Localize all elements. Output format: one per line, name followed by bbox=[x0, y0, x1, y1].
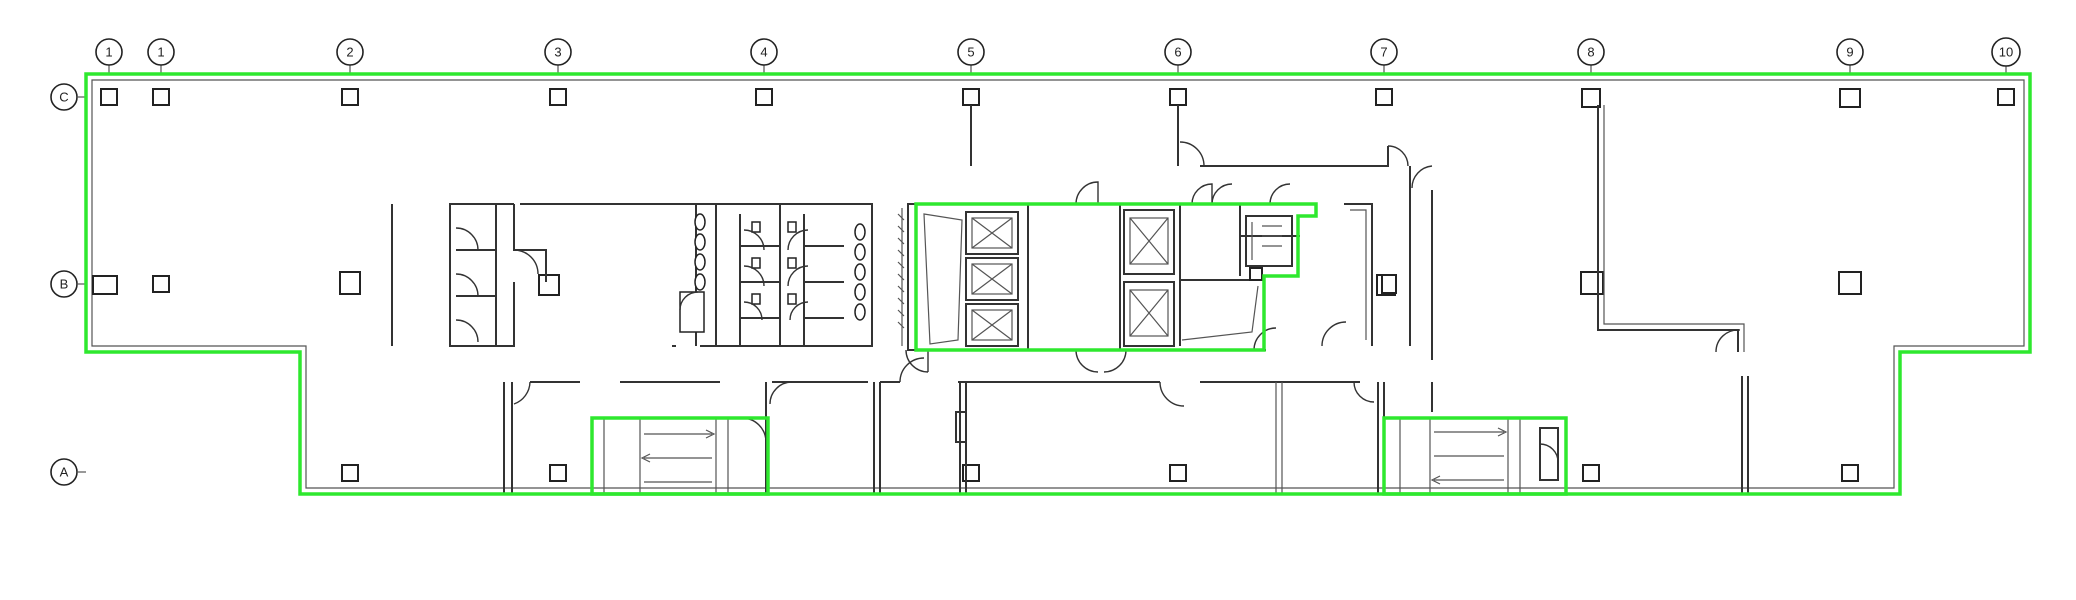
structural-column-icon bbox=[1169, 464, 1187, 482]
highlight-outlines bbox=[84, 72, 2032, 496]
structural-column-icon bbox=[962, 88, 980, 106]
grid-label: 10 bbox=[1999, 45, 2013, 60]
structural-column-icon bbox=[755, 88, 773, 106]
grid-bubble-6: 6 bbox=[1164, 38, 1192, 74]
structural-column-icon bbox=[1580, 271, 1604, 295]
structural-column-icon bbox=[339, 271, 361, 295]
structural-column-icon bbox=[1581, 88, 1601, 108]
building-outline bbox=[84, 72, 2032, 496]
structural-column-icon bbox=[100, 88, 118, 106]
stair-flight-icon bbox=[1383, 417, 1567, 495]
grid-bubble-1b: 1 bbox=[147, 38, 175, 74]
highlight-west-stair-outline bbox=[590, 416, 770, 496]
structural-column-icon bbox=[1838, 271, 1862, 295]
structural-column-icon bbox=[549, 464, 567, 482]
grid-bubble-3: 3 bbox=[544, 38, 572, 74]
structural-column-icon bbox=[341, 88, 359, 106]
grid-label: 1 bbox=[105, 45, 112, 60]
structural-column-icon bbox=[1839, 88, 1861, 108]
structural-column-icon bbox=[1841, 464, 1859, 482]
grid-label: 7 bbox=[1380, 45, 1387, 60]
west-restroom-block bbox=[449, 203, 873, 347]
stair-flight-icon bbox=[591, 417, 769, 495]
grid-label: 2 bbox=[346, 45, 353, 60]
highlight-east-stair-outline bbox=[1382, 416, 1568, 496]
structural-column-icon bbox=[341, 464, 359, 482]
grid-label: 3 bbox=[554, 45, 561, 60]
grid-label: C bbox=[59, 90, 68, 105]
elevator-car-icon bbox=[1123, 209, 1175, 347]
structural-column-icon bbox=[92, 275, 118, 295]
grid-label: 1 bbox=[157, 45, 164, 60]
sink-icon bbox=[694, 213, 866, 321]
structural-column-icon bbox=[1997, 88, 2015, 106]
structural-column-icon bbox=[1582, 464, 1600, 482]
grid-bubble-a: A bbox=[50, 458, 86, 486]
interior-walls bbox=[391, 105, 1749, 494]
grid-label: A bbox=[60, 465, 69, 480]
grid-label: 6 bbox=[1174, 45, 1181, 60]
highlight-core-outline bbox=[914, 202, 1318, 352]
grid-label: 8 bbox=[1587, 45, 1594, 60]
grid-bubble-10: 10 bbox=[1991, 37, 2021, 74]
structural-column-icon bbox=[1375, 88, 1393, 106]
structural-column-icon bbox=[538, 274, 560, 296]
structural-column-icon bbox=[549, 88, 567, 106]
structural-column-icon bbox=[152, 275, 170, 293]
grid-bubble-1a: 1 bbox=[95, 38, 123, 74]
column-grid: 1 1 2 3 4 5 6 bbox=[95, 37, 2021, 74]
grid-bubble-b: B bbox=[50, 270, 86, 298]
grid-bubble-2: 2 bbox=[336, 38, 364, 74]
grid-label: 4 bbox=[760, 45, 767, 60]
grid-bubble-5: 5 bbox=[957, 38, 985, 74]
grid-bubble-7: 7 bbox=[1370, 38, 1398, 74]
grid-bubble-9: 9 bbox=[1836, 38, 1864, 74]
grid-bubble-8: 8 bbox=[1577, 38, 1605, 74]
grid-label: 9 bbox=[1846, 45, 1853, 60]
grid-bubble-4: 4 bbox=[750, 38, 778, 74]
row-grid: C B A bbox=[50, 83, 86, 486]
elevator-car-icon bbox=[965, 211, 1019, 347]
grid-bubble-c: C bbox=[50, 83, 86, 111]
structural-columns bbox=[92, 88, 2015, 482]
grid-label: B bbox=[60, 277, 69, 292]
toilet-icon bbox=[715, 204, 844, 346]
structural-column-icon bbox=[1169, 88, 1187, 106]
grid-label: 5 bbox=[967, 45, 974, 60]
highlight-floor-outline bbox=[84, 72, 2032, 496]
core bbox=[897, 181, 1312, 373]
structural-column-icon bbox=[152, 88, 170, 106]
